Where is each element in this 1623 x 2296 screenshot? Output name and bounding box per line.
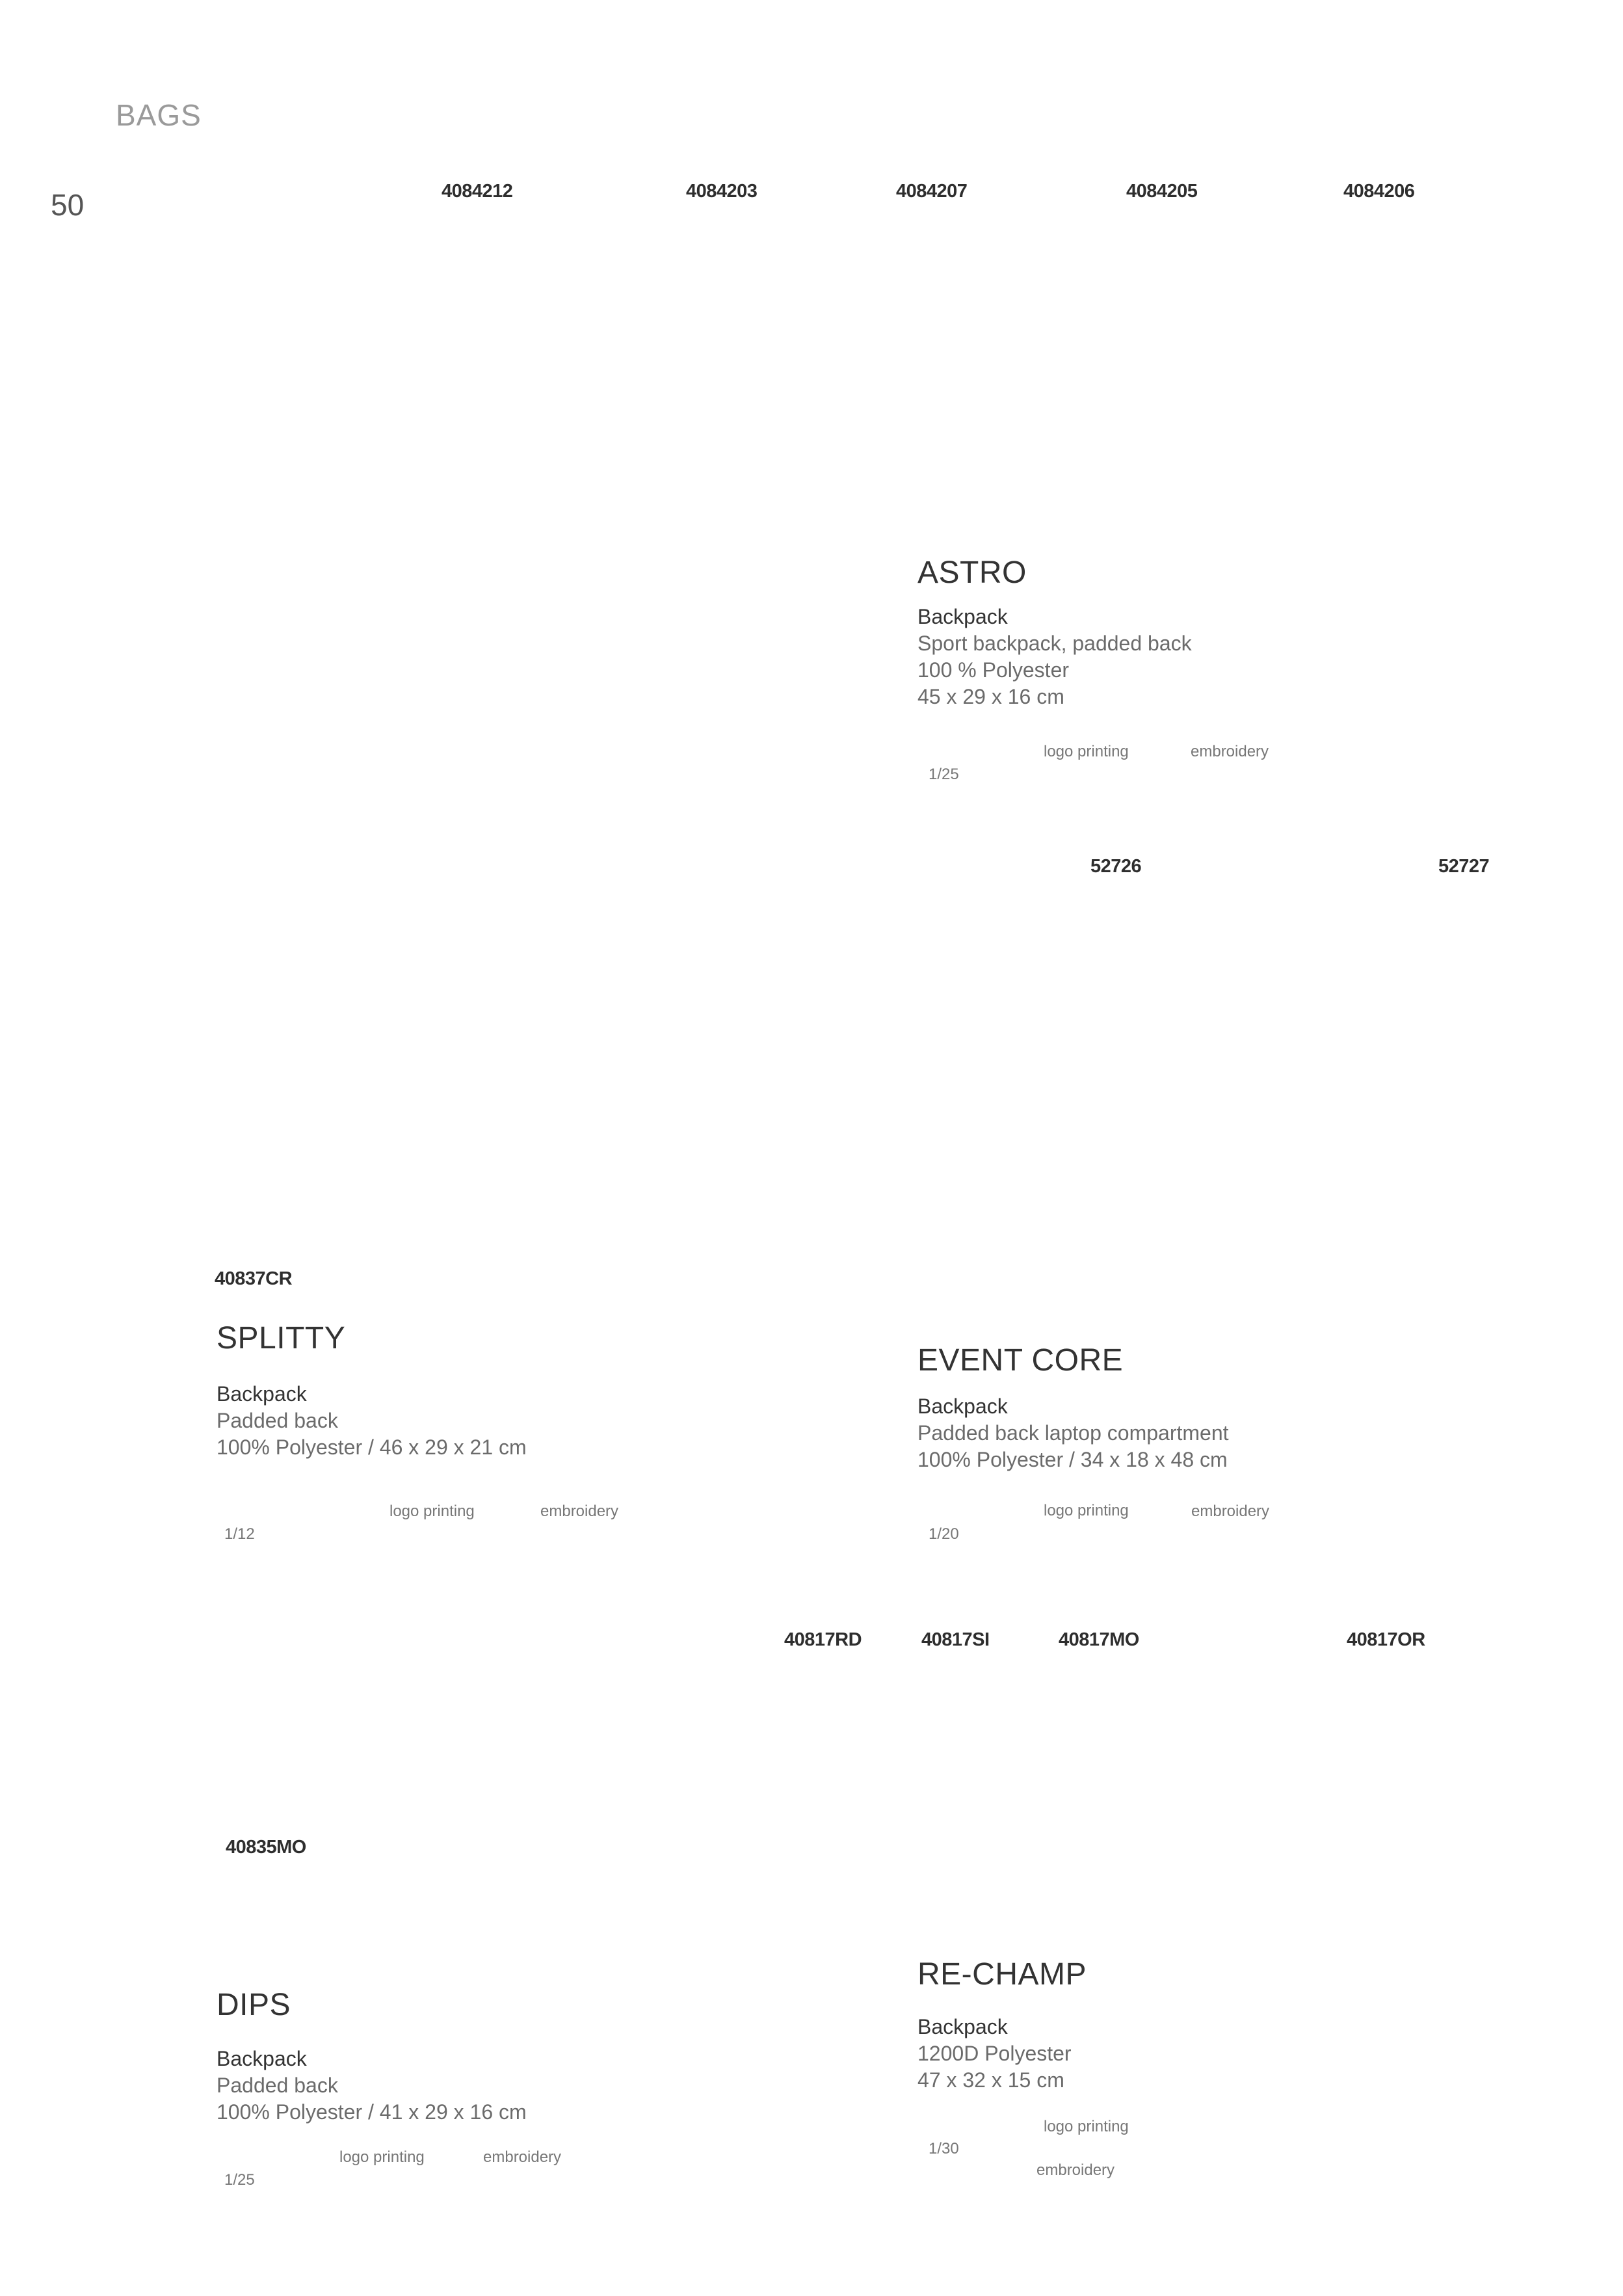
product-description: Sport backpack, padded back	[917, 632, 1192, 655]
product-description: Padded back	[217, 1409, 338, 1432]
product-material: 100% Polyester / 41 x 29 x 16 cm	[217, 2100, 527, 2124]
product-details-event-core: Backpack Padded back laptop compartment …	[917, 1393, 1229, 1473]
product-code: 4084205	[1126, 181, 1198, 202]
product-details-astro: Backpack Sport backpack, padded back 100…	[917, 604, 1192, 710]
product-dimensions: 45 x 29 x 16 cm	[917, 685, 1064, 708]
embroidery-label: embroidery	[483, 2148, 562, 2166]
page-number: 50	[51, 188, 85, 222]
packing-unit: 1/30	[929, 2140, 959, 2157]
product-description: Padded back	[217, 2074, 338, 2097]
product-type: Backpack	[217, 1382, 307, 1406]
product-material: 100% Polyester / 46 x 29 x 21 cm	[217, 1435, 527, 1459]
packing-unit: 1/25	[224, 2171, 255, 2189]
product-code: 40817SI	[921, 1629, 990, 1650]
product-code: 52726	[1090, 856, 1142, 877]
packing-unit: 1/25	[929, 766, 959, 783]
product-type: Backpack	[917, 1395, 1008, 1418]
product-details-re-champ: Backpack 1200D Polyester 47 x 32 x 15 cm	[917, 2014, 1072, 2094]
embroidery-label: embroidery	[1191, 743, 1269, 760]
packing-unit: 1/12	[224, 1525, 255, 1543]
product-name-event-core: EVENT CORE	[917, 1343, 1124, 1378]
logo-printing-label: logo printing	[1044, 743, 1129, 760]
logo-printing-label: logo printing	[1044, 2118, 1129, 2135]
product-code: 40817RD	[784, 1629, 862, 1650]
section-title: BAGS	[116, 98, 202, 132]
embroidery-label: embroidery	[1036, 2161, 1115, 2179]
product-material: 100 % Polyester	[917, 658, 1070, 682]
product-name-re-champ: RE-CHAMP	[917, 1957, 1087, 1992]
product-type: Backpack	[217, 2047, 307, 2070]
packing-unit: 1/20	[929, 1525, 959, 1543]
product-type: Backpack	[917, 605, 1008, 628]
product-details-dips: Backpack Padded back 100% Polyester / 41…	[217, 2046, 527, 2126]
product-description: Padded back laptop compartment	[917, 1421, 1229, 1445]
product-code: 40835MO	[226, 1837, 306, 1858]
product-name-dips: DIPS	[217, 1988, 291, 2022]
product-material: 1200D Polyester	[917, 2042, 1072, 2065]
product-name-splitty: SPLITTY	[217, 1321, 346, 1355]
product-code: 40817OR	[1347, 1629, 1425, 1650]
product-details-splitty: Backpack Padded back 100% Polyester / 46…	[217, 1381, 527, 1461]
product-code: 4084203	[686, 181, 758, 202]
logo-printing-label: logo printing	[1044, 1502, 1129, 1519]
embroidery-label: embroidery	[1191, 1502, 1270, 1520]
product-code: 40837CR	[215, 1268, 293, 1289]
product-code: 4084207	[896, 181, 968, 202]
product-name-astro: ASTRO	[917, 555, 1027, 590]
product-code: 52727	[1438, 856, 1490, 877]
logo-printing-label: logo printing	[339, 2148, 425, 2166]
logo-printing-label: logo printing	[389, 1502, 475, 1520]
product-material: 100% Polyester / 34 x 18 x 48 cm	[917, 1448, 1228, 1471]
product-type: Backpack	[917, 2015, 1008, 2038]
embroidery-label: embroidery	[540, 1502, 619, 1520]
product-code: 4084206	[1343, 181, 1415, 202]
product-code: 4084212	[442, 181, 513, 202]
product-dimensions: 47 x 32 x 15 cm	[917, 2068, 1064, 2092]
product-code: 40817MO	[1059, 1629, 1139, 1650]
